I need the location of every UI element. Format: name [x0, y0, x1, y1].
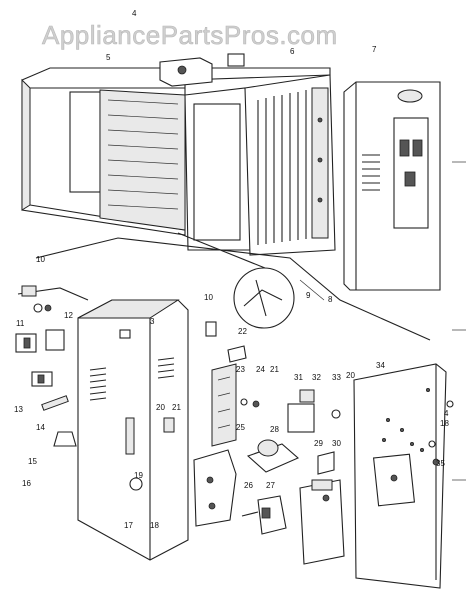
callout-20: 20 — [156, 403, 165, 412]
callout-30: 30 — [332, 439, 341, 448]
callout-27: 27 — [266, 481, 275, 490]
callout-33: 33 — [332, 373, 341, 382]
callout-13: 13 — [14, 405, 23, 414]
callout-17: 17 — [124, 521, 133, 530]
callout-29: 29 — [314, 439, 323, 448]
callout-4: 4 — [132, 9, 137, 18]
callout-14: 14 — [36, 423, 45, 432]
callout-21: 21 — [172, 403, 181, 412]
small-parts-left — [15, 285, 89, 447]
callout-35: 35 — [436, 459, 445, 468]
callout-18: 18 — [150, 521, 159, 530]
callout-labels: 4 5 6 7 8 9 10 10 11 12 13 14 15 16 17 1… — [14, 9, 449, 530]
watermark-text: AppliancePartsPros.com — [42, 20, 338, 50]
callout-6: 6 — [290, 47, 295, 56]
control-housing — [77, 299, 189, 561]
callout-16: 16 — [22, 479, 31, 488]
callout-34: 34 — [376, 361, 385, 370]
callout-28: 28 — [270, 425, 279, 434]
callout-7: 7 — [372, 45, 377, 54]
callout-21-mid: 21 — [270, 365, 279, 374]
callout-15: 15 — [28, 457, 37, 466]
callout-22: 22 — [238, 327, 247, 336]
callout-3: 3 — [150, 317, 155, 326]
back-panel — [353, 363, 454, 589]
callout-18-right: 18 — [440, 419, 449, 428]
callout-10: 10 — [204, 293, 213, 302]
callout-31: 31 — [294, 373, 303, 382]
callout-4-right: 4 — [444, 409, 449, 418]
callout-8: 8 — [328, 295, 333, 304]
callout-12: 12 — [64, 311, 73, 320]
callout-23: 23 — [236, 365, 245, 374]
callout-19: 19 — [134, 471, 143, 480]
callout-32: 32 — [312, 373, 321, 382]
callout-26: 26 — [244, 481, 253, 490]
callout-24: 24 — [256, 365, 265, 374]
callout-11: 11 — [16, 319, 25, 328]
callout-10-top: 10 — [36, 255, 45, 264]
main-cabinet-assembly — [21, 53, 441, 329]
callout-9: 9 — [306, 291, 311, 300]
callout-5: 5 — [106, 53, 111, 62]
middle-components — [193, 321, 345, 565]
callout-25: 25 — [236, 423, 245, 432]
callout-20-right: 20 — [346, 371, 355, 380]
